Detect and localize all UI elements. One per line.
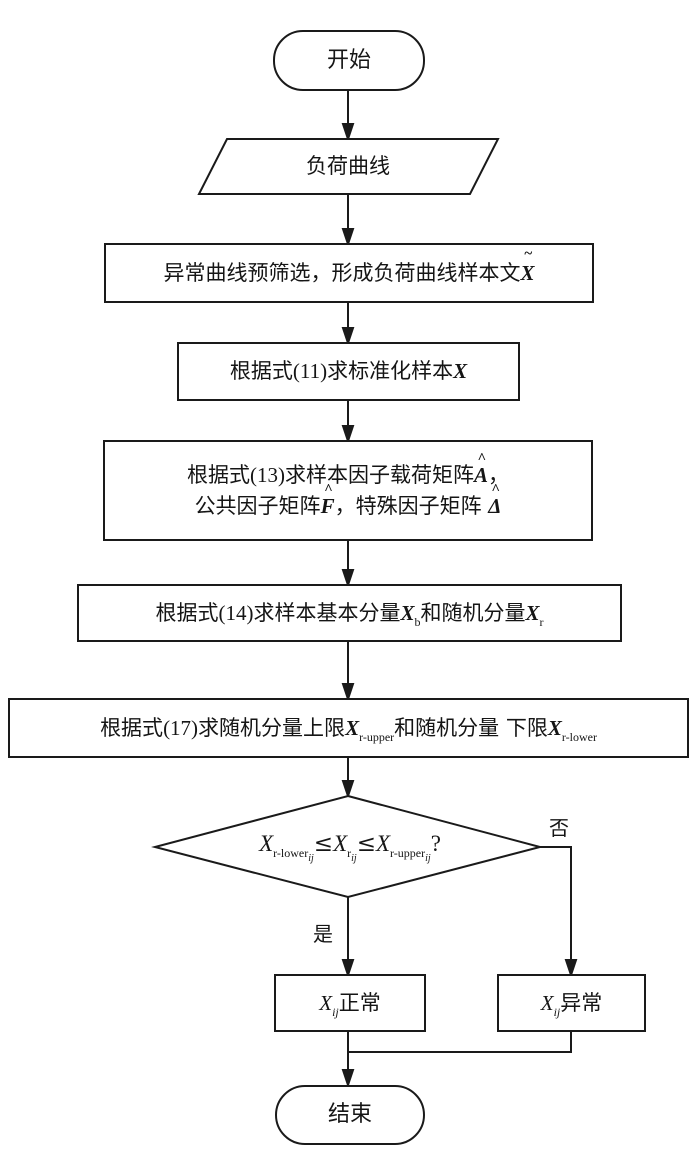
leq-operator: ≤ bbox=[313, 830, 334, 857]
question-mark: ? bbox=[430, 830, 441, 856]
subscript: r-upper bbox=[390, 845, 426, 860]
arrowhead bbox=[341, 780, 355, 800]
end-terminal: 结束 bbox=[275, 1085, 425, 1145]
equation-ref: (11) bbox=[292, 359, 328, 384]
result-normal: Xij正常 bbox=[274, 974, 426, 1032]
step-components-text-b: 和随机分量 bbox=[420, 600, 526, 625]
x-symbol: X bbox=[345, 715, 360, 740]
start-label: 开始 bbox=[326, 47, 371, 73]
step-factor-text-2: 公共因子矩阵 bbox=[194, 493, 321, 518]
arrowhead bbox=[341, 228, 355, 248]
result-abnormal-text: 异常 bbox=[560, 990, 603, 1015]
step-standardize-text: 求标准化样本 bbox=[327, 359, 454, 384]
equation-ref: (13) bbox=[249, 463, 285, 488]
result-normal-text: 正常 bbox=[338, 990, 381, 1015]
step-components-prefix: 根据式 bbox=[155, 600, 219, 625]
tilde-x-symbol: X bbox=[520, 258, 534, 288]
x-symbol: X bbox=[540, 990, 554, 1015]
index-subscript: ij bbox=[553, 1004, 561, 1019]
step-bounds-prefix: 根据式 bbox=[100, 715, 164, 740]
arrowhead bbox=[341, 959, 355, 979]
x-symbol: X bbox=[333, 830, 348, 856]
input-label: 负荷曲线 bbox=[306, 154, 390, 179]
arrowhead bbox=[341, 683, 355, 703]
step-factor-text-3: 特殊因子矩阵 bbox=[355, 493, 489, 518]
step-bounds-text-a: 求随机分量上限 bbox=[198, 715, 346, 740]
index-subscript: ij bbox=[425, 852, 431, 864]
arrowhead bbox=[341, 123, 355, 143]
step-factor-matrices: 根据式(13)求样本因子载荷矩阵A， 公共因子矩阵F，特殊因子矩阵 Δ bbox=[103, 440, 593, 541]
x-symbol: X bbox=[319, 990, 333, 1015]
subscript: r-lower bbox=[273, 845, 309, 860]
leq-operator: ≤ bbox=[356, 830, 376, 857]
equation-ref: (17) bbox=[163, 715, 199, 740]
subscript: b bbox=[414, 614, 421, 629]
f-hat-symbol: F bbox=[321, 491, 335, 521]
end-label: 结束 bbox=[327, 1102, 372, 1128]
step-bounds-text-b: 和随机分量 下限 bbox=[394, 715, 548, 740]
arrowhead bbox=[341, 1069, 355, 1089]
step-bounds: 根据式(17)求随机分量上限Xr-upper和随机分量 下限Xr-lower bbox=[8, 698, 689, 758]
arrowhead bbox=[341, 327, 355, 347]
result-abnormal: Xij异常 bbox=[497, 974, 646, 1032]
x-symbol: X bbox=[525, 600, 540, 625]
subscript: r-lower bbox=[561, 729, 597, 744]
line-abnormal-merge bbox=[348, 1031, 572, 1053]
x-symbol: X bbox=[453, 359, 468, 384]
step-standardize: 根据式(11)求标准化样本X bbox=[177, 342, 520, 401]
x-symbol: X bbox=[375, 830, 391, 856]
arrowhead bbox=[564, 959, 578, 979]
step-prefilter-text: 异常曲线预筛选，形成负荷曲线样本文 bbox=[163, 260, 521, 285]
index-subscript: ij bbox=[332, 1004, 339, 1019]
input-parallelogram bbox=[197, 138, 500, 195]
step-factor-text-1: 求样本因子载荷矩阵 bbox=[284, 463, 474, 488]
step-standardize-prefix: 根据式 bbox=[229, 359, 293, 384]
step-components-text-a: 求样本基本分量 bbox=[253, 600, 401, 625]
arrowhead bbox=[341, 425, 355, 445]
arrow-no-branch bbox=[540, 846, 572, 974]
x-symbol: X bbox=[547, 715, 562, 740]
yes-label: 是 bbox=[313, 922, 333, 946]
no-label: 否 bbox=[549, 816, 569, 840]
subscript: r bbox=[539, 614, 544, 629]
step-prefilter: 异常曲线预筛选，形成负荷曲线样本文X bbox=[104, 243, 594, 303]
index-subscript: ij bbox=[308, 852, 314, 864]
a-hat-symbol: A bbox=[474, 460, 488, 490]
x-symbol: X bbox=[259, 830, 274, 856]
decision-condition: Xr-lowerij≤Xrij≤Xr-upperij? bbox=[190, 822, 510, 866]
subscript: r-upper bbox=[359, 729, 395, 744]
subscript: r bbox=[347, 845, 352, 860]
arrowhead bbox=[341, 569, 355, 589]
step-components: 根据式(14)求样本基本分量Xb和随机分量Xr bbox=[77, 584, 622, 642]
input-node: 负荷曲线 bbox=[215, 139, 481, 194]
x-symbol: X bbox=[400, 600, 415, 625]
step-factor-prefix: 根据式 bbox=[186, 463, 250, 488]
index-subscript: ij bbox=[351, 852, 357, 864]
comma: ， bbox=[334, 493, 356, 518]
delta-hat-symbol: Δ bbox=[488, 491, 501, 521]
equation-ref: (14) bbox=[218, 600, 254, 625]
start-terminal: 开始 bbox=[273, 30, 425, 91]
